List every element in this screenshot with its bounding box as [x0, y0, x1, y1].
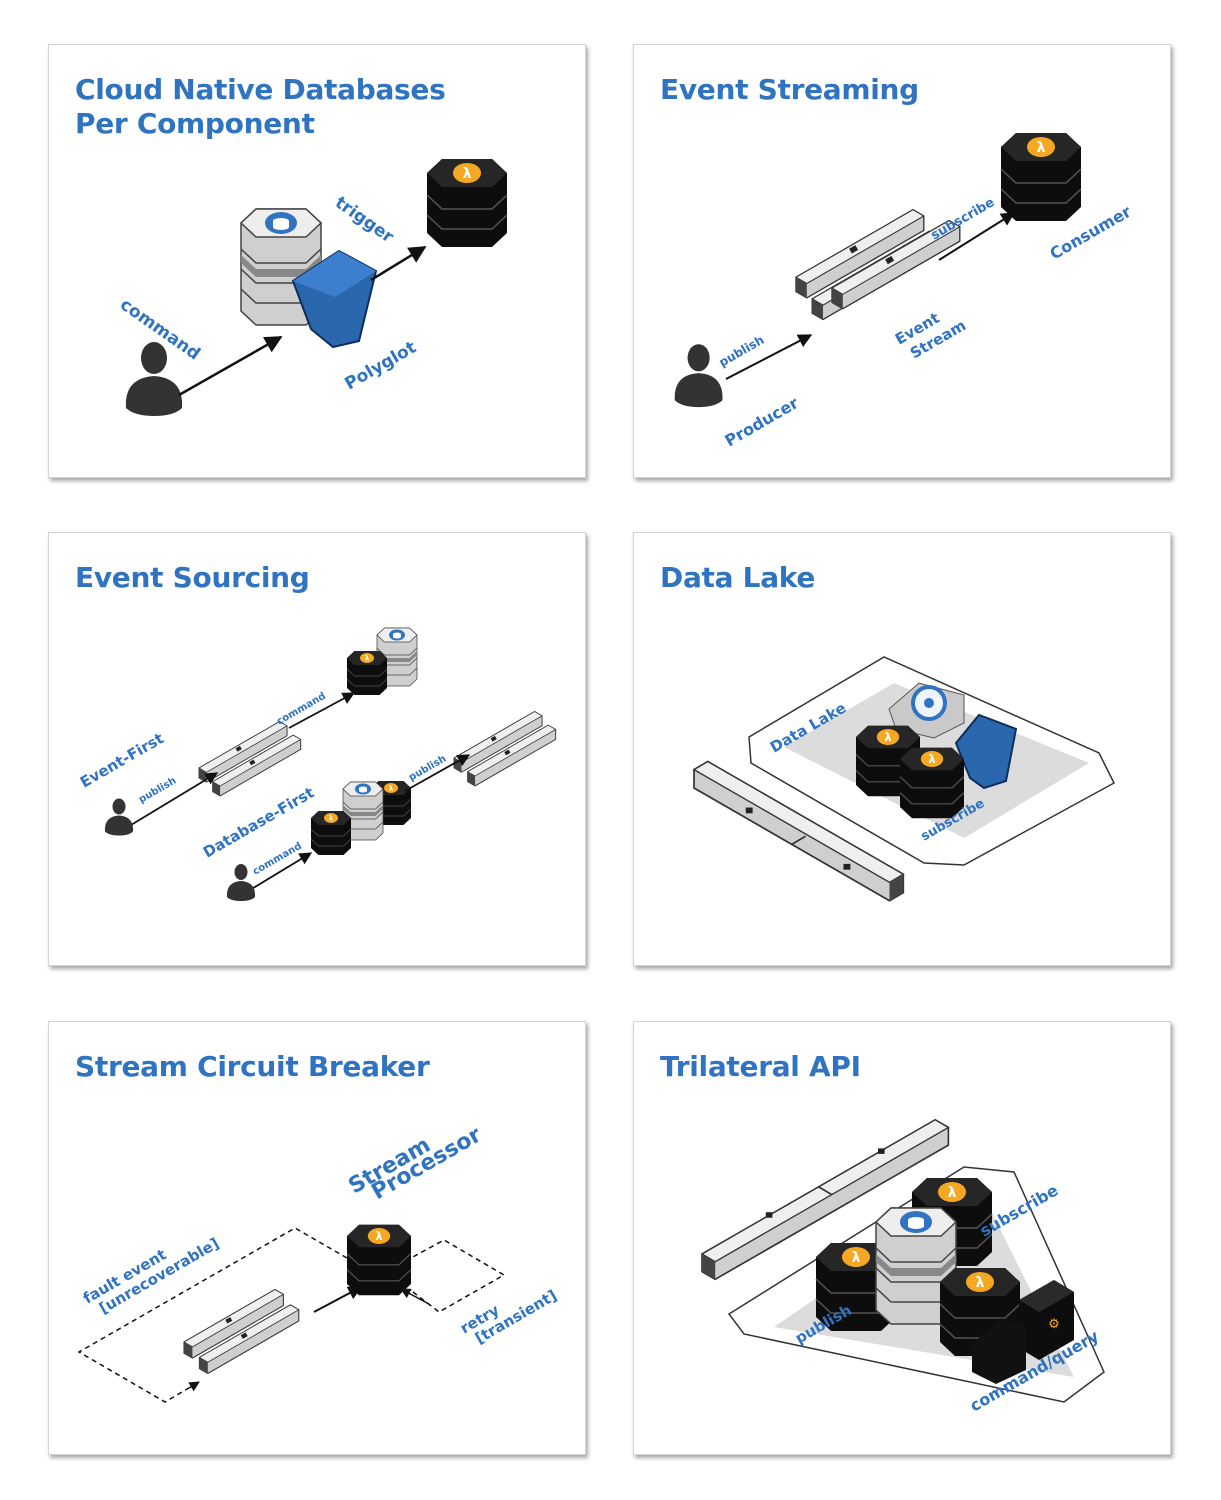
lambda-icon [346, 650, 388, 696]
lambda-icon [426, 158, 508, 248]
lambda-icon [899, 747, 965, 819]
card-event-streaming: Event Streaming subscribe Consumer publi… [633, 44, 1171, 478]
stream-icon [453, 711, 557, 787]
user-icon [674, 344, 723, 408]
label-trigger: trigger [331, 193, 398, 248]
card-stream-circuit-breaker: Stream Circuit Breaker Stream Processor … [48, 1021, 586, 1455]
card-trilateral-api: Trilateral API ⚙ subscribe publish comma… [633, 1021, 1171, 1455]
label-publish: publish [717, 333, 767, 370]
lambda-icon [310, 810, 352, 856]
svg-text:⚙: ⚙ [1048, 1317, 1060, 1332]
label-event-first: Event-First [77, 729, 167, 791]
diagram-event-streaming: subscribe Consumer publish Event Stream … [674, 132, 1134, 450]
label-producer: Producer [722, 393, 802, 450]
bucket-icon [954, 713, 1018, 790]
lambda-icon [1000, 132, 1082, 222]
label-polyglot: Polyglot [342, 338, 420, 395]
stream-icon [692, 760, 905, 902]
label-command-bottom: command [251, 841, 304, 878]
diagram-stream-circuit-breaker: Stream Processor fault event [unrecovera… [77, 1122, 560, 1403]
card-event-sourcing: Event Sourcing command Event-First publi… [48, 532, 586, 966]
diagram-trilateral-api: ⚙ subscribe publish command/query [700, 1118, 1105, 1415]
gear-icon: ⚙ [972, 1280, 1074, 1384]
card-data-lake: Data Lake Data Lake subscribe [633, 532, 1171, 966]
diagram-data-lake: Data Lake subscribe [692, 656, 1115, 902]
stream-icon [198, 721, 302, 797]
card-title: Stream Circuit Breaker [75, 1050, 430, 1083]
user-icon [125, 342, 183, 416]
diagram-cloud-native-databases: trigger command Polyglot [116, 158, 508, 416]
user-icon [104, 798, 134, 836]
label-subscribe: subscribe [929, 195, 998, 243]
card-title: Data Lake [660, 561, 816, 594]
stream-icon [700, 1118, 950, 1281]
card-title: Trilateral API [660, 1050, 861, 1083]
diagram-event-sourcing: command Event-First publish publish Data… [77, 627, 557, 901]
card-title: Event Streaming [660, 73, 919, 106]
stream-icon [183, 1288, 300, 1375]
lambda-icon [346, 1224, 412, 1296]
card-title: Event Sourcing [75, 561, 310, 594]
